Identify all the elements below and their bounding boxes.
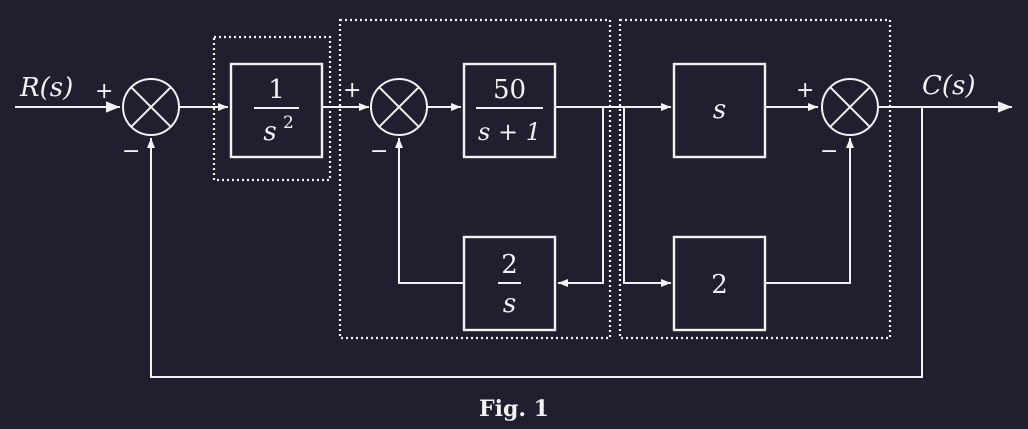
g3-expression: s (713, 95, 726, 125)
connector-h1-sj2 (395, 138, 464, 284)
g2-denominator: s + 1 (478, 118, 541, 146)
block-g2 (462, 62, 557, 159)
output-label: C(s) (922, 71, 976, 101)
group-frame-1 (212, 35, 332, 182)
figure-caption: Fig. 1 (479, 396, 549, 422)
block-g3 (672, 62, 767, 159)
sj2-plus-sign: + (343, 78, 361, 103)
h1-denominator: s (503, 289, 516, 319)
g4-expression: 2 (711, 270, 728, 300)
sj1-minus-sign: − (122, 139, 140, 164)
h1-numerator: 2 (501, 250, 518, 280)
g1-denominator-exponent: 2 (283, 113, 294, 133)
summing-junction-3 (821, 78, 879, 136)
sj3-minus-sign: − (820, 139, 838, 164)
connector-main-feedback (147, 107, 923, 378)
summing-junction-1 (122, 78, 180, 136)
block-g1 (229, 62, 324, 159)
connector-g4-sj3 (765, 138, 854, 284)
g1-denominator-base: s (263, 117, 276, 147)
sj2-minus-sign: − (370, 139, 388, 164)
sj1-plus-sign: + (95, 79, 113, 104)
connector-branch-g4 (623, 107, 671, 287)
sj3-plus-sign: + (796, 78, 814, 103)
connector-branch-h1 (558, 107, 604, 287)
g1-numerator: 1 (268, 75, 285, 105)
g2-numerator: 50 (493, 75, 526, 105)
summing-junction-2 (370, 78, 428, 136)
group-frame-3 (618, 18, 892, 340)
input-label: R(s) (19, 73, 73, 103)
group-frame-2 (338, 18, 612, 340)
